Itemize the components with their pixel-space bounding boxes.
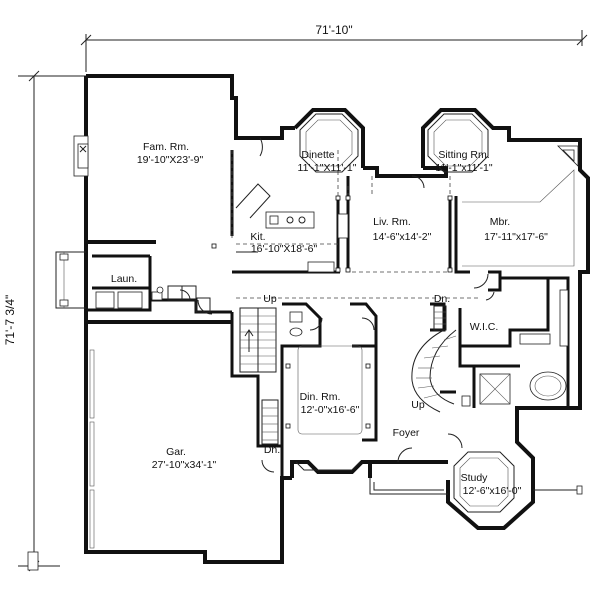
doors: [179, 137, 495, 473]
laundry-name: Laun.: [111, 273, 137, 285]
dining-room-name: Din. Rm.: [300, 391, 341, 403]
study-name: Study: [461, 472, 489, 484]
garage-size: 27'-10"x34'-1": [152, 459, 217, 471]
overall-depth-label: 71'-7 3/4": [3, 295, 17, 346]
curved-stair: [411, 305, 457, 413]
garage-bays: [89, 349, 95, 549]
kitchen-size: 16'-10"X18'-6": [251, 243, 318, 255]
garage-name: Gar.: [166, 446, 186, 458]
garage-corner-post: [27, 551, 39, 571]
fam-room-name: Fam. Rm.: [143, 141, 189, 153]
misc-closets: [167, 285, 211, 313]
kitchen-fixtures: [235, 183, 349, 273]
living-room-size: 14'-6"x14'-2": [373, 231, 432, 243]
study-size: 12'-6"x16'-0": [463, 485, 522, 497]
dining-room-size: 12'-0"x16'-6": [301, 404, 360, 416]
kitchen-name: Kit.: [250, 231, 265, 243]
stair-labels: Up Dn. Up Dn.: [263, 293, 450, 456]
stairs-up: [239, 307, 277, 373]
sitting-room-name: Sitting Rm.: [438, 149, 489, 161]
master-bedroom-size: 17'-11"x17'-6": [484, 231, 548, 243]
foyer-name: Foyer: [393, 427, 420, 439]
sitting-room-size: 11'-1"x11'-1": [435, 162, 492, 174]
posts: [211, 195, 453, 429]
front-porch-rail-inner: [373, 482, 444, 491]
fireplace: [73, 135, 89, 177]
overall-width-label: 71'-10": [315, 23, 352, 37]
exterior-walls: [84, 74, 590, 564]
wic-name: W.I.C.: [470, 321, 499, 333]
stair-up-label: Up: [263, 293, 277, 305]
dining-bay: [295, 461, 361, 471]
laundry-bump: [55, 251, 86, 309]
powder-fixtures: [289, 311, 303, 337]
fam-room-size: 19'-10"X23'-9": [137, 154, 204, 166]
dashed-lines: [231, 150, 480, 299]
curved-stair-up-label: Up: [411, 399, 425, 411]
master-bath-fixtures: [461, 289, 569, 407]
stairs-down-garage: [261, 399, 279, 445]
dinette-size: 11'-1"X11'-1": [298, 162, 357, 174]
dinette-name: Dinette: [301, 149, 334, 161]
living-room-name: Liv. Rm.: [373, 216, 411, 228]
interior-walls: [86, 150, 570, 478]
octagon-ceilings: [297, 113, 575, 513]
stair-down-label-right: Dn.: [434, 293, 450, 305]
front-porch-rail: [369, 478, 448, 495]
master-bedroom-name: Mbr.: [490, 216, 510, 228]
stair-down-label-left: Dn.: [264, 444, 280, 456]
rail-post: [576, 485, 583, 495]
room-labels: Fam. Rm. 19'-10"X23'-9" Dinette 11'-1"X1…: [111, 141, 548, 497]
laundry-fixtures: [95, 286, 164, 309]
dimension-lines: [18, 30, 588, 572]
master-fireplace: [557, 145, 579, 167]
